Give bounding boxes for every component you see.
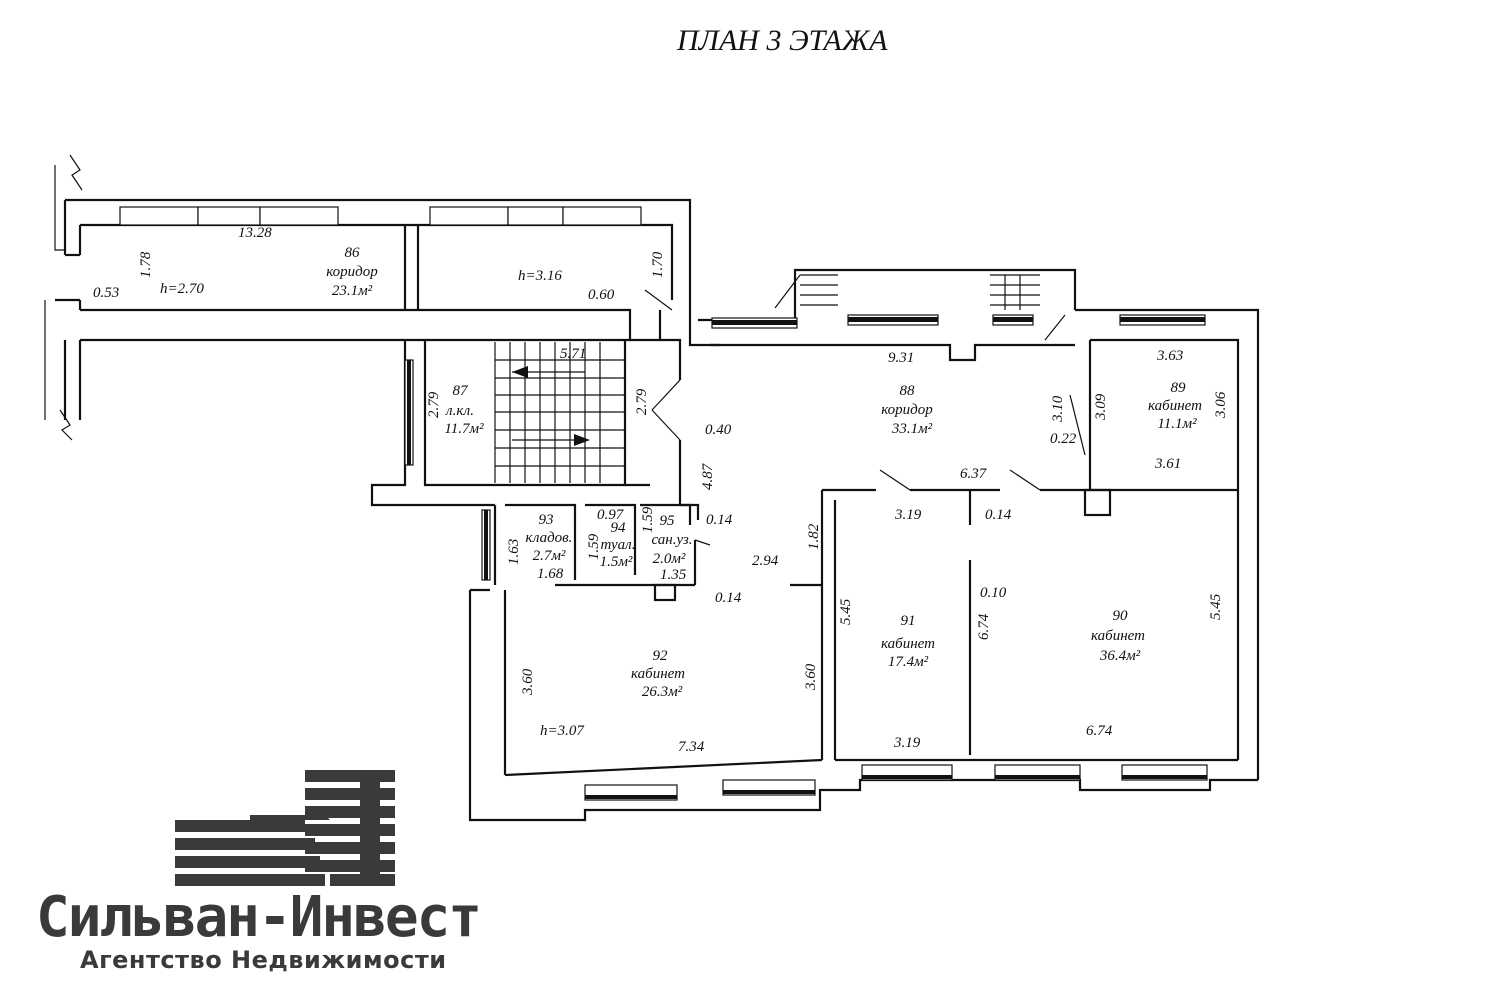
dimension-label: 3.19: [894, 507, 922, 523]
dimension-label: 1.59: [640, 506, 656, 533]
room-name: туал.: [601, 537, 636, 553]
dimension-label: 4.87: [700, 462, 716, 490]
dimension-label: 0.22: [1050, 431, 1077, 447]
room-area: 36.4м²: [1099, 648, 1141, 664]
room-name: кабинет: [881, 636, 935, 652]
dimension-label: 0.60: [588, 287, 615, 303]
room-number: 88: [900, 383, 916, 399]
dimension-label: 0.53: [93, 285, 119, 301]
room-87: 87 л.кл. 11.7м²: [444, 383, 484, 437]
room-86: 86 коридор 23.1м²: [326, 245, 378, 299]
room-name: л.кл.: [445, 403, 474, 419]
room-area: 11.1м²: [1157, 416, 1197, 432]
ceiling-height-label: h=3.16: [518, 268, 562, 284]
room-number: 95: [660, 513, 676, 529]
ceiling-height-label: h=2.70: [160, 281, 204, 297]
dimension-label: 6.37: [960, 466, 988, 482]
dimension-label: 1.70: [650, 251, 666, 278]
ceiling-height-label: h=3.07: [540, 723, 585, 739]
dimension-label: 0.10: [980, 585, 1007, 601]
dimension-label: 0.14: [706, 512, 733, 528]
room-91: 91 кабинет 17.4м²: [881, 613, 935, 670]
dimension-label: 6.74: [976, 613, 992, 640]
room-number: 87: [453, 383, 470, 399]
dimension-label: 0.14: [715, 590, 742, 606]
room-area: 33.1м²: [891, 421, 933, 437]
room-name: коридор: [881, 402, 933, 418]
stairs: [494, 274, 1040, 483]
brand-name: Сильван-Инвест: [36, 885, 482, 950]
room-95: 95 сан.уз. 2.0м²: [651, 513, 692, 567]
room-name: кабинет: [631, 666, 685, 682]
room-area: 23.1м²: [332, 283, 373, 299]
dimension-label: 2.79: [426, 391, 442, 418]
room-number: 94: [611, 520, 627, 536]
dimension-label: 1.35: [660, 567, 687, 583]
dimensions: 13.28 1.78 1.70 0.53 0.60 5.71 2.79 2.79…: [93, 225, 1229, 755]
brand-subtitle: Агентство Недвижимости: [80, 946, 447, 974]
room-93: 93 кладов. 2.7м²: [526, 512, 573, 564]
room-name: кабинет: [1091, 628, 1145, 644]
dimension-label: 0.40: [705, 422, 732, 438]
dimension-label: 6.74: [1086, 723, 1113, 739]
dimension-label: 1.68: [537, 566, 564, 582]
room-89: 89 кабинет 11.1м²: [1148, 380, 1202, 432]
dimension-label: 5.45: [1208, 593, 1224, 620]
dimension-label: 2.79: [634, 388, 650, 415]
building-logo-icon: [175, 770, 395, 886]
dimension-label: 0.97: [597, 507, 625, 523]
dimension-label: 3.60: [803, 663, 819, 691]
room-92: 92 кабинет 26.3м²: [631, 648, 685, 700]
dimension-label: 1.78: [138, 251, 154, 278]
room-94: 94 туал. 1.5м²: [600, 520, 636, 570]
dimension-label: 3.63: [1156, 348, 1183, 364]
room-name: кладов.: [526, 530, 573, 546]
dimension-label: 3.19: [893, 735, 921, 751]
dimension-label: 3.61: [1154, 456, 1181, 472]
dimension-label: 1.59: [586, 533, 602, 560]
room-number: 91: [901, 613, 916, 629]
dimension-label: 5.45: [838, 598, 854, 625]
dimension-label: 3.09: [1093, 393, 1109, 421]
room-number: 92: [653, 648, 669, 664]
room-number: 93: [539, 512, 554, 528]
plan-title: ПЛАН 3 ЭТАЖА: [676, 24, 888, 57]
dimension-label: 13.28: [238, 225, 272, 241]
room-90: 90 кабинет 36.4м²: [1091, 608, 1145, 664]
dimension-label: 5.71: [560, 346, 586, 362]
dimension-label: 7.34: [678, 739, 705, 755]
dimension-label: 0.14: [985, 507, 1012, 523]
dimension-label: 3.10: [1050, 395, 1066, 423]
room-area: 26.3м²: [642, 684, 683, 700]
room-area: 11.7м²: [444, 421, 484, 437]
dimension-label: 1.63: [506, 539, 522, 565]
dimension-label: 3.60: [520, 668, 536, 696]
room-number: 90: [1113, 608, 1129, 624]
dimension-label: 9.31: [888, 350, 914, 366]
room-name: коридор: [326, 264, 378, 280]
room-number: 89: [1171, 380, 1187, 396]
windows: [119, 206, 1208, 801]
room-area: 1.5м²: [600, 554, 633, 570]
dimension-label: 1.82: [806, 523, 822, 550]
room-name: сан.уз.: [651, 532, 692, 548]
room-88: 88 коридор 33.1м²: [881, 383, 933, 437]
room-name: кабинет: [1148, 398, 1202, 414]
room-number: 86: [345, 245, 361, 261]
dimension-label: 3.06: [1213, 391, 1229, 419]
room-area: 2.7м²: [533, 548, 566, 564]
dimension-label: 2.94: [752, 553, 779, 569]
room-area: 17.4м²: [888, 654, 929, 670]
room-area: 2.0м²: [653, 551, 686, 567]
